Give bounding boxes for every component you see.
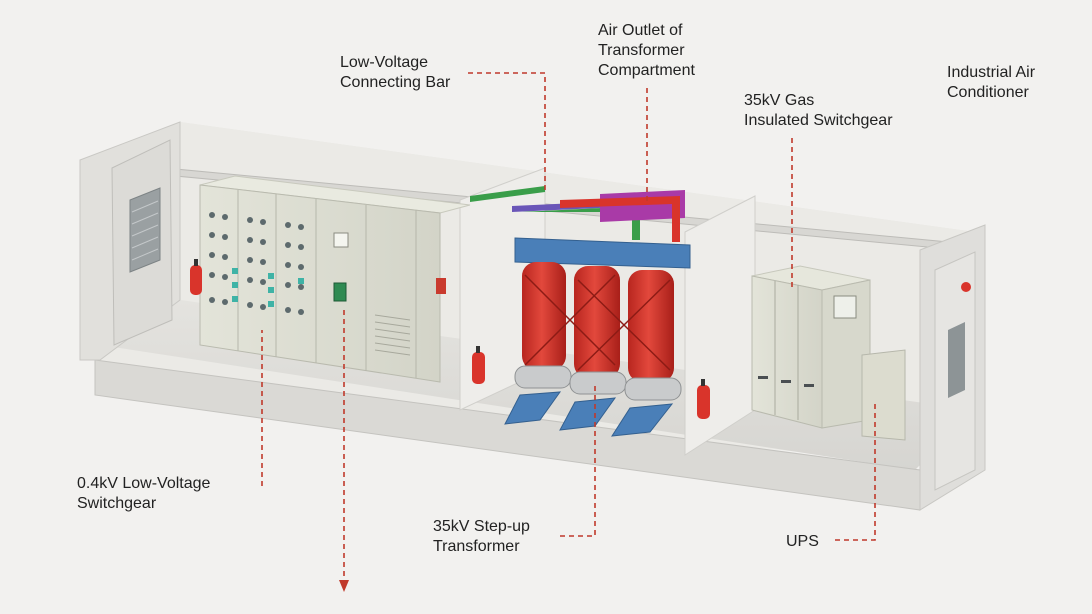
label-industrial-ac: Industrial Air Conditioner [947, 64, 1036, 101]
coil-2 [574, 266, 620, 378]
fire-extinguisher-2 [472, 346, 485, 384]
coil-1 [522, 262, 566, 370]
lv-switchgear-group [199, 175, 471, 383]
transformer-group [504, 237, 691, 437]
leader-ups [835, 400, 876, 541]
leader-lines [261, 72, 876, 580]
transformer-insulators [514, 365, 682, 401]
leader-step-up [560, 385, 596, 537]
partition-wall-2 [684, 195, 756, 456]
gis-handles [758, 376, 814, 387]
fire-extinguisher-1 [190, 259, 202, 295]
label-air-outlet: Air Outlet of Transformer Compartment [598, 22, 695, 79]
gis-meter [833, 295, 857, 319]
gis-switchgear-group [751, 265, 906, 441]
beacon [961, 282, 971, 292]
lv-breaker-green [333, 282, 347, 302]
transformer-frame-top [514, 237, 691, 269]
vent-slats [131, 200, 159, 261]
fire-extinguisher-3 [697, 379, 710, 419]
down-arrow-head [339, 580, 349, 592]
coil-3 [628, 270, 674, 382]
leader-low-voltage-bar [468, 72, 546, 190]
label-low-voltage-bar: Low-Voltage Connecting Bar [340, 54, 451, 91]
label-gas-switchgear: 35kV Gas Insulated Switchgear [744, 92, 893, 129]
lv-meter-1 [333, 232, 349, 248]
lv-knobs [209, 212, 304, 315]
busbars [470, 186, 685, 242]
lv-cabinet-dividers [237, 190, 417, 378]
lv-grille [374, 314, 411, 356]
ac-vent-right [948, 322, 965, 398]
label-ups: UPS [786, 533, 819, 550]
lv-breaker-red [436, 278, 446, 294]
ups-cabinet [861, 349, 906, 441]
transformer-base [504, 391, 674, 437]
label-lv-switchgear: 0.4kV Low-Voltage Switchgear [77, 475, 211, 512]
lv-indicator-lights [232, 268, 304, 307]
label-step-up-transformer: 35kV Step-up Transformer [433, 518, 530, 555]
gis-dividers [774, 281, 799, 420]
gis-front [751, 275, 823, 429]
coil-cross-straps [524, 274, 671, 371]
